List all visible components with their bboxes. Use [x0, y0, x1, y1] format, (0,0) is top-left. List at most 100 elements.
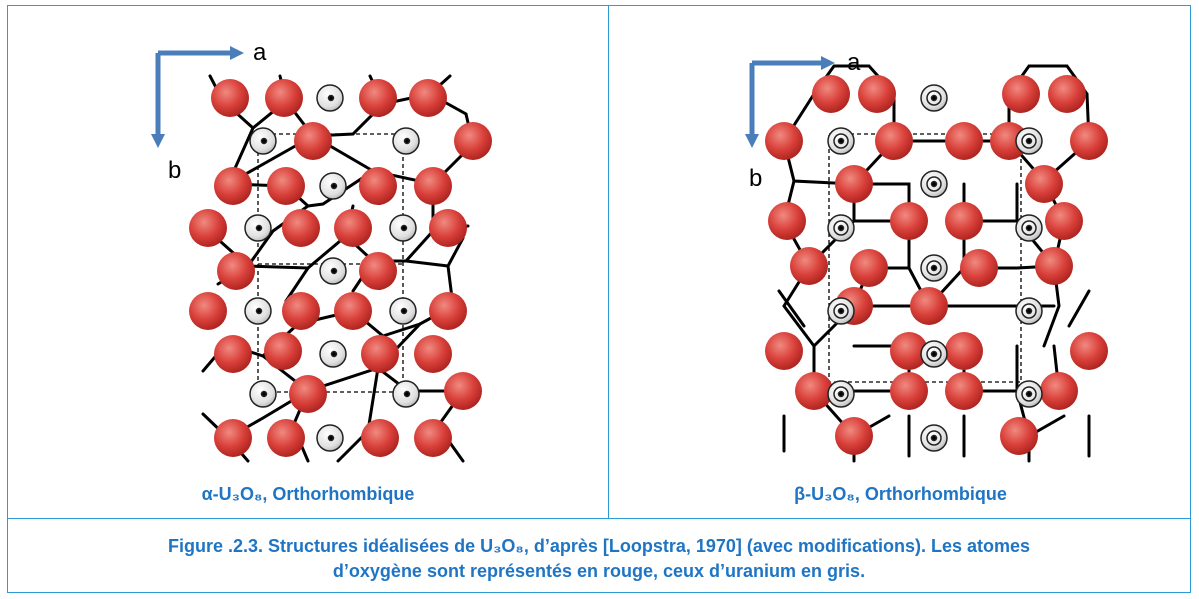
uranium-atom — [920, 170, 948, 198]
axis-a-label: a — [253, 39, 267, 66]
beta-panel-label: β-U₃O₈, Orthorhombique — [794, 484, 1007, 504]
caption-line-2: d’oxygène sont représentés en rouge, ceu… — [332, 561, 866, 581]
uranium-atom — [920, 84, 948, 112]
oxygen-atom — [1040, 372, 1078, 410]
oxygen-atom — [1025, 165, 1063, 203]
oxygen-atom — [359, 252, 397, 290]
oxygen-atom — [334, 292, 372, 330]
oxygen-atom — [945, 372, 983, 410]
uranium-atom — [827, 127, 855, 155]
axis-arrows: a b — [151, 39, 267, 184]
beta-structure-diagram: a b — [745, 49, 1108, 463]
uranium-atom — [1015, 297, 1043, 325]
oxygen-atoms — [189, 79, 492, 457]
oxygen-atom — [414, 419, 452, 457]
oxygen-atom — [189, 209, 227, 247]
oxygen-atom — [945, 332, 983, 370]
oxygen-atom — [214, 167, 252, 205]
oxygen-atom — [890, 202, 928, 240]
uranium-atom — [1015, 127, 1043, 155]
uranium-atom — [827, 380, 855, 408]
oxygen-atom — [429, 292, 467, 330]
oxygen-atom — [795, 372, 833, 410]
oxygen-atom — [444, 372, 482, 410]
oxygen-atom — [945, 122, 983, 160]
oxygen-atom — [282, 292, 320, 330]
oxygen-atom — [409, 79, 447, 117]
uranium-atom — [316, 424, 344, 452]
oxygen-atom — [1048, 75, 1086, 113]
uranium-atom — [316, 84, 344, 112]
caption-divider — [8, 518, 1190, 519]
oxygen-atom — [1000, 417, 1038, 455]
oxygen-atom — [359, 167, 397, 205]
oxygen-atom — [990, 122, 1028, 160]
alpha-structure-diagram: a b — [151, 39, 492, 463]
panel-divider — [608, 6, 609, 518]
uranium-atom — [389, 214, 417, 242]
oxygen-atom — [960, 249, 998, 287]
figure-caption: Figure .2.3. Structures idéalisées de U₃… — [28, 534, 1170, 584]
beta-u3o8-panel: a b — [609, 6, 1192, 518]
oxygen-atom — [1045, 202, 1083, 240]
oxygen-atom — [875, 122, 913, 160]
oxygen-atom — [359, 79, 397, 117]
uranium-atom — [319, 257, 347, 285]
oxygen-atom — [264, 332, 302, 370]
uranium-atom — [319, 340, 347, 368]
oxygen-atom — [189, 292, 227, 330]
oxygen-atom — [1070, 332, 1108, 370]
axis-arrows: a b — [745, 49, 861, 192]
axis-a-label: a — [847, 49, 861, 76]
oxygen-atom — [267, 419, 305, 457]
oxygen-atom — [890, 372, 928, 410]
axis-b-label: b — [168, 157, 181, 184]
oxygen-atom — [945, 202, 983, 240]
oxygen-atom — [1035, 247, 1073, 285]
oxygen-atom — [454, 122, 492, 160]
oxygen-atom — [334, 209, 372, 247]
uranium-atoms — [827, 84, 1043, 452]
uranium-atom — [389, 297, 417, 325]
uranium-atom — [920, 424, 948, 452]
caption-line-1: Figure .2.3. Structures idéalisées de U₃… — [167, 536, 1031, 556]
uranium-atom — [1015, 214, 1043, 242]
alpha-panel-label: α-U₃O₈, Orthorhombique — [201, 484, 415, 504]
oxygen-atom — [414, 335, 452, 373]
uranium-atom — [1015, 380, 1043, 408]
oxygen-atom — [890, 332, 928, 370]
oxygen-atom — [910, 287, 948, 325]
uranium-atom — [249, 380, 277, 408]
oxygen-atom — [1070, 122, 1108, 160]
oxygen-atom — [361, 335, 399, 373]
alpha-u3o8-panel: a b — [8, 6, 608, 518]
oxygen-atom — [217, 252, 255, 290]
oxygen-atom — [289, 375, 327, 413]
uranium-atom — [319, 172, 347, 200]
oxygen-atom — [765, 332, 803, 370]
oxygen-atom — [294, 122, 332, 160]
oxygen-atom — [835, 165, 873, 203]
uranium-atom — [244, 214, 272, 242]
oxygen-atom — [265, 79, 303, 117]
uranium-atom — [920, 254, 948, 282]
oxygen-atom — [214, 335, 252, 373]
axis-b-label: b — [749, 165, 762, 192]
uranium-atom — [392, 127, 420, 155]
oxygen-atom — [267, 167, 305, 205]
uranium-atom — [249, 127, 277, 155]
oxygen-atom — [835, 417, 873, 455]
oxygen-atom — [361, 419, 399, 457]
figure-frame: a b — [7, 5, 1191, 593]
oxygen-atom — [765, 122, 803, 160]
oxygen-atom — [214, 419, 252, 457]
uranium-atom — [244, 297, 272, 325]
oxygen-atom — [790, 247, 828, 285]
oxygen-atoms — [765, 75, 1108, 455]
uranium-atom — [827, 214, 855, 242]
uranium-atom — [827, 297, 855, 325]
uranium-atom — [920, 340, 948, 368]
oxygen-atom — [282, 209, 320, 247]
uranium-atoms — [244, 84, 420, 452]
oxygen-atom — [812, 75, 850, 113]
